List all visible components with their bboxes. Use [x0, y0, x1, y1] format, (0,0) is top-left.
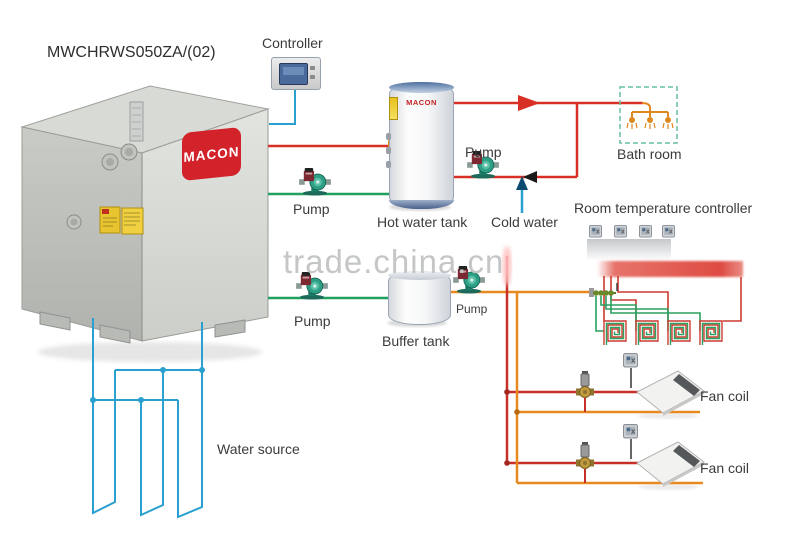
room-thermostat-icon	[639, 225, 652, 238]
controller-cable	[269, 88, 296, 125]
bath-room	[619, 86, 678, 144]
flow-arrow-left	[523, 171, 537, 183]
supply-band	[597, 261, 743, 277]
fan-coil-thermostat-icon	[623, 353, 638, 368]
hot-water-tank-label: Hot water tank	[377, 214, 468, 230]
room-thermostat-icon	[662, 225, 675, 238]
flow-arrow-right	[518, 95, 540, 111]
pump-label: Pump	[294, 313, 331, 329]
buffer-tank-label: Buffer tank	[382, 333, 450, 349]
tank-port	[386, 147, 391, 154]
tank-port	[386, 161, 391, 168]
pump-label: Pump	[465, 144, 502, 160]
shower-head-icon	[644, 117, 656, 129]
tank-top-rim	[389, 82, 454, 93]
water-source-pipes	[90, 318, 205, 519]
cold-water-arrow	[516, 176, 528, 190]
pump-label: Pump	[293, 201, 330, 217]
shower-head-icon	[662, 117, 674, 129]
cold-water-label: Cold water	[491, 214, 558, 230]
tank-port	[386, 133, 391, 140]
hot-water-pipes	[268, 95, 643, 213]
fan-coil-label: Fan coil	[700, 460, 750, 476]
controller-label: Controller	[262, 35, 323, 51]
pump-icon-hot-tank	[299, 168, 331, 196]
room-temperature-controller-label: Room temperature controller	[574, 200, 753, 216]
buffer-tank	[388, 271, 451, 325]
pump-label: Pump	[456, 302, 488, 316]
fan-coil-unit	[636, 370, 705, 416]
tank-brand-text: MACON	[406, 98, 437, 107]
manifold	[589, 283, 618, 297]
hot-water-tank: MACON	[386, 82, 454, 209]
tank-top-rim	[388, 271, 451, 280]
fan-coil-unit	[636, 441, 705, 487]
floor-coil	[667, 320, 691, 345]
model-title: MWCHRWS050ZA/(02)	[47, 44, 216, 61]
room-thermostat-icon	[589, 225, 602, 238]
bath-room-label: Bath room	[617, 146, 682, 162]
valve-with-actuator	[576, 442, 594, 469]
floor-heating	[589, 261, 743, 345]
controller-button	[310, 75, 315, 79]
unit-ports	[66, 143, 138, 230]
pipe-glow	[502, 246, 512, 286]
fan-coil-label: Fan coil	[700, 388, 750, 404]
fan-coil-thermostat-icon	[623, 424, 638, 439]
warning-stickers	[99, 206, 144, 235]
tank-bottom-rim	[389, 200, 454, 209]
brand-logo: MACON	[182, 126, 241, 182]
energy-label-sticker	[389, 97, 398, 120]
shower-head-icon	[626, 117, 638, 129]
water-source-label: Water source	[217, 441, 300, 457]
controller-device	[271, 57, 321, 90]
unit-foot	[99, 324, 131, 344]
floor-coil	[699, 320, 723, 345]
valve-with-actuator	[576, 371, 594, 398]
controller-button	[310, 66, 315, 70]
room-thermostat-icon	[614, 225, 627, 238]
floor-coil	[635, 320, 659, 345]
unit-foot	[39, 311, 71, 331]
unit-foot	[214, 319, 246, 338]
unit-grille	[129, 101, 144, 142]
heat-pump-unit	[20, 85, 270, 344]
watermark: trade.china.cn	[283, 243, 505, 280]
floor-coil	[603, 320, 627, 345]
controller-screen	[279, 63, 308, 85]
